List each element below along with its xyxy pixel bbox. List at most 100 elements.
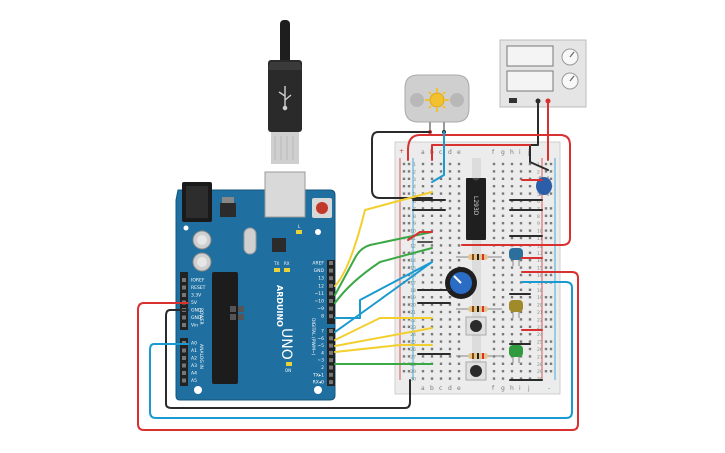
header-pin[interactable] [329,291,333,296]
on-led-label: ON [285,368,291,373]
pushbutton[interactable] [465,316,487,336]
header-pin[interactable] [329,314,333,319]
sun-gear-icon [425,88,449,112]
breadboard-row-number: 4 [413,184,416,190]
breadboard-row-number: 14 [537,258,543,264]
l293d-chip[interactable]: L293D [466,178,486,240]
breadboard-column-label: a [421,385,425,392]
pin-label: 3.3V [191,293,202,299]
pin-label: A5 [191,378,197,384]
header-pin[interactable] [329,350,333,355]
pin-label: RX◂0 [313,380,324,386]
header-pin[interactable] [329,358,333,363]
breadboard-column-label: i [519,149,521,156]
arduino-uno-board[interactable]: TX RX L ON ARDUINO UNO POWER ANALOG IN D… [175,171,336,401]
header-pin[interactable] [329,372,333,377]
analog-header [180,338,188,386]
digital-section-label: DIGITAL (PWM~) [310,318,316,356]
potentiometer[interactable] [445,267,477,299]
header-pin[interactable] [182,293,186,297]
breadboard-column-label: f [492,149,495,156]
breadboard-row-number: 6 [413,199,416,205]
header-pin[interactable] [329,268,333,273]
wire-red[interactable] [407,231,433,241]
breadboard-row-number: 23 [410,325,416,331]
chip-label: L293D [472,196,479,216]
header-pin[interactable] [329,276,333,281]
wire-yellow[interactable] [334,317,433,341]
wire-red[interactable] [407,134,571,246]
breadboard-row-number: 9 [537,221,540,227]
breadboard-row-number: 15 [410,266,416,272]
pin-label: ~9 [317,306,324,312]
breadboard-row-number: 30 [410,377,416,383]
wire-blue[interactable] [431,131,445,183]
header-pin[interactable] [329,299,333,303]
l-led-label: L [298,224,301,229]
header-pin[interactable] [182,371,186,375]
header-pin[interactable] [182,323,186,327]
breadboard-row-number: 22 [537,317,543,323]
tx-label: TX [273,261,279,266]
breadboard-column-label: f [492,385,495,392]
wire-red[interactable] [431,144,531,161]
header-pin[interactable] [182,363,186,368]
dc-power-supply[interactable] [499,39,587,108]
wire-green[interactable] [334,247,433,304]
wire-blue[interactable] [334,261,433,333]
digital-header-bottom [327,328,335,386]
pin-label: A3 [191,363,197,369]
pin-label: A1 [191,348,197,354]
power-section-label: POWER [198,308,204,325]
header-pin[interactable] [182,278,186,282]
led-blue[interactable] [509,248,523,266]
wire-black[interactable] [165,309,411,409]
breadboard-row-number: 18 [537,288,543,294]
dc-motor[interactable] [404,74,470,134]
pin-label: ~5 [317,343,324,349]
wire-yellow[interactable] [334,327,433,347]
led-green[interactable] [509,345,523,363]
breadboard-row-number: 28 [537,362,543,368]
header-pin[interactable] [182,285,186,290]
wire-red[interactable] [137,271,579,431]
breadboard-row-number: 26 [410,347,416,353]
header-pin[interactable] [182,356,186,360]
wire-green[interactable] [334,231,433,296]
wire-yellow[interactable] [334,344,433,353]
header-pin[interactable] [329,306,333,311]
pushbutton[interactable] [465,361,487,381]
wire-black[interactable] [371,131,433,199]
header-pin[interactable] [182,378,186,383]
pin-label: 5V [191,300,198,306]
header-pin[interactable] [329,329,333,333]
header-pin[interactable] [329,380,333,385]
resistor [456,353,502,359]
header-pin[interactable] [329,261,333,265]
led-yellow[interactable] [509,300,523,318]
breadboard-row-number: 2 [537,169,540,175]
header-pin[interactable] [329,283,333,288]
breadboard-row-number: 20 [537,303,543,309]
wire-blue[interactable] [149,281,573,419]
breadboard-row-number: 26 [537,347,543,353]
breadboard-column-label: b [430,385,434,392]
usb-symbol-icon [278,86,292,111]
breadboard-row-number: 14 [410,258,416,264]
breadboard-column-label: a [421,149,425,156]
header-pin[interactable] [182,348,186,353]
breadboard-column-label: i [519,385,521,392]
icsp-header [230,306,244,320]
breadboard-row-number: 5 [537,192,540,198]
pin-label: ~11 [315,291,325,297]
header-pin[interactable] [329,365,333,370]
header-pin[interactable] [329,336,333,341]
wire-blue[interactable] [334,261,433,319]
wire-yellow[interactable] [334,191,433,287]
breadboard-row-number: 19 [537,295,543,301]
breadboard-column-label: h [510,149,514,156]
header-pin[interactable] [182,315,186,320]
breadboard-column-label: g [501,149,505,156]
header-pin[interactable] [329,343,333,348]
